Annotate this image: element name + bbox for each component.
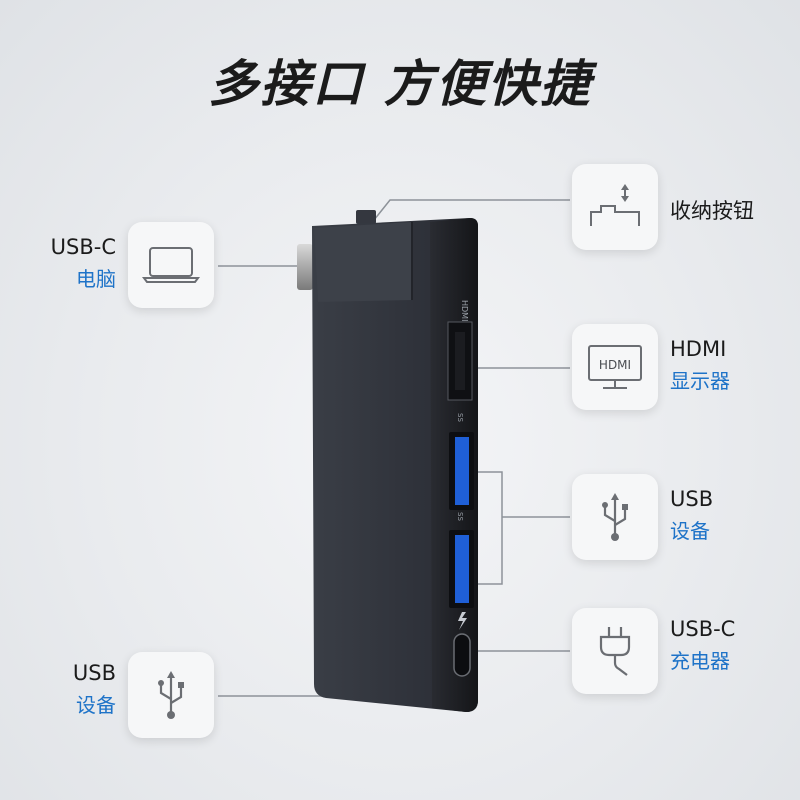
callout-button-label: 收纳按钮 bbox=[670, 199, 754, 223]
callout-hdmi-label: HDMI 显示器 bbox=[670, 337, 730, 393]
hdmi-port-label: HDMI bbox=[460, 300, 469, 321]
callout-usb-left-card bbox=[128, 652, 214, 738]
hdmi-monitor-icon: HDMI bbox=[588, 345, 642, 389]
power-plug-icon bbox=[599, 627, 631, 676]
retract-button[interactable] bbox=[356, 210, 376, 224]
usb-icon bbox=[602, 493, 628, 541]
retract-button-icon bbox=[590, 184, 640, 226]
usb-c-port[interactable] bbox=[453, 633, 471, 677]
plug-cover bbox=[314, 222, 412, 302]
svg-text:SS: SS bbox=[456, 413, 464, 422]
svg-text:HDMI: HDMI bbox=[599, 358, 631, 372]
callout-usb-right-label: USB 设备 bbox=[670, 487, 714, 543]
callout-usbc-pd-label: USB-C 充电器 bbox=[670, 617, 736, 673]
callout-usbc-pd-card bbox=[572, 608, 658, 694]
usb-icon bbox=[158, 671, 184, 719]
callout-usbc-pc-card bbox=[128, 222, 214, 308]
thunderbolt-icon bbox=[458, 612, 467, 630]
callout-hdmi-card: HDMI bbox=[572, 324, 658, 410]
callout-usbc-pc-label: USB-C 电脑 bbox=[50, 235, 116, 291]
callout-button-card bbox=[572, 164, 658, 250]
laptop-icon bbox=[142, 247, 200, 283]
callout-usb-left-label: USB 设备 bbox=[72, 661, 116, 717]
svg-text:SS: SS bbox=[456, 512, 464, 521]
page-title: 多接口 方便快捷 bbox=[208, 55, 592, 113]
callout-usb-right-card bbox=[572, 474, 658, 560]
usbc-plug bbox=[297, 244, 313, 290]
